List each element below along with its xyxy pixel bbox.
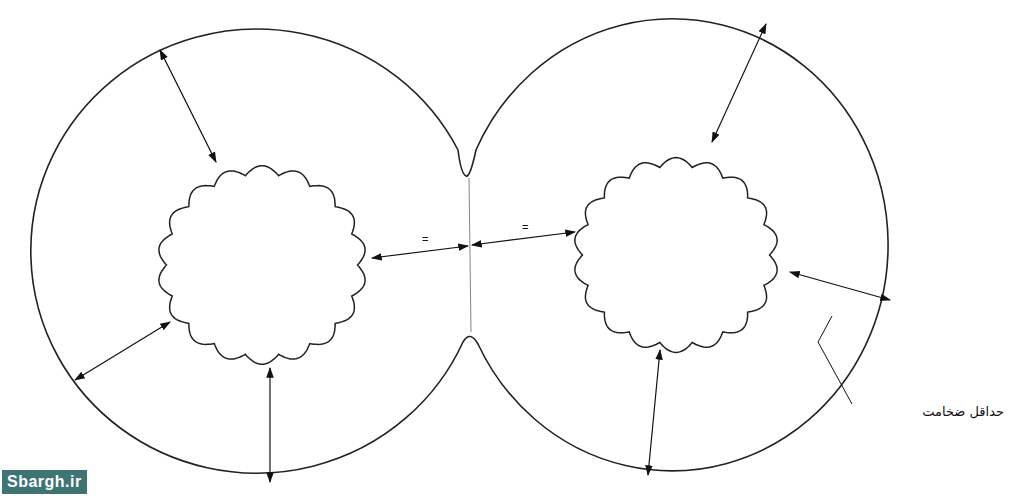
thickness-arrows: [75, 24, 890, 482]
stranded-conductor: [159, 166, 365, 365]
neck-line: [469, 178, 471, 332]
leader-line: [818, 316, 852, 404]
callout-note: حداقل ضخامت: [922, 404, 1004, 420]
dimension-equal-mark: =: [522, 222, 528, 233]
insulation-outline: [31, 19, 888, 473]
watermark: Sbargh.ir: [2, 470, 87, 494]
stranded-conductor: [575, 158, 777, 353]
dimension-equal-mark: =: [422, 234, 428, 245]
